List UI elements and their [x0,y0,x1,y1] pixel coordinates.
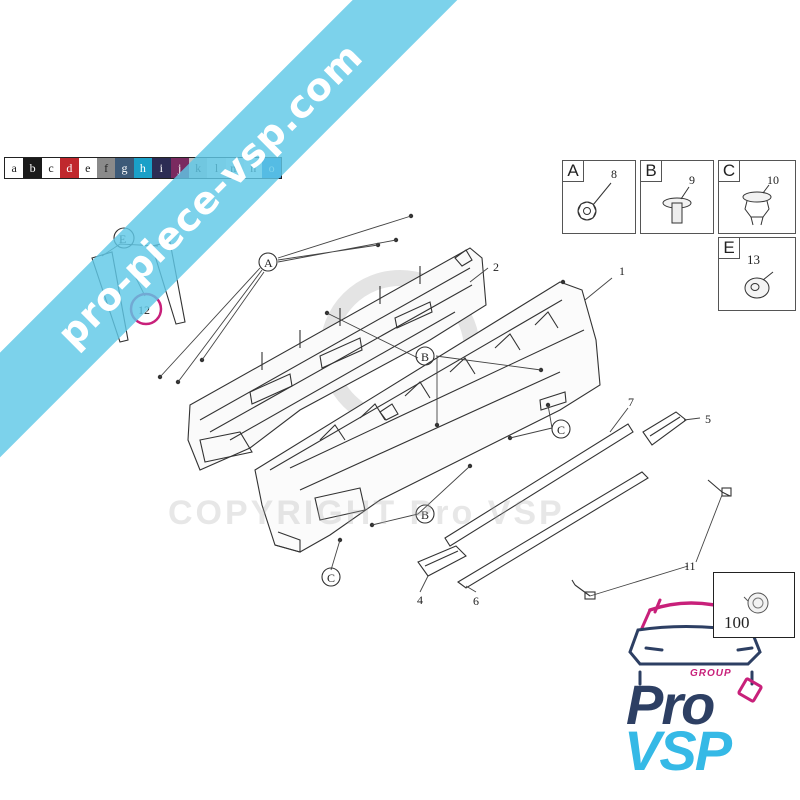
trim-strip-upper-part [444,423,634,547]
fastener-box-e: E 13 [718,237,796,311]
push-clip-icon [742,184,772,226]
color-swatch-b: b [23,158,42,178]
color-swatch-d: d [60,158,79,178]
color-swatch-i: i [152,158,171,178]
reflector-left-part [417,545,467,577]
fastener-box-b: B 9 [640,160,714,234]
callout-circle-b2 [415,504,435,524]
leader-lines [101,215,723,597]
fastener-box-number: 13 [747,252,760,267]
grommet-icon [744,271,774,299]
logo-group-text: GROUP [690,668,732,679]
reflector-right-detail [649,416,681,437]
part-number-2: 2 [493,260,499,274]
copyright-watermark: COPYRIGHT Pro VSP [168,494,565,532]
wiring-connector-right [721,487,732,497]
color-swatch-g: g [115,158,134,178]
main-bumper-part [254,281,601,553]
wiring-part [571,479,731,597]
part-number-7: 7 [628,395,634,409]
fastener-box-a: A 8 [562,160,636,234]
clip-icon [743,592,769,614]
logo-vsp-text: VSP [624,719,732,782]
fastener-box-letter: B [641,161,662,182]
color-swatch-f: f [96,158,116,178]
callout-label-a: A [264,256,273,270]
part-number-5: 5 [705,412,711,426]
upper-bumper-part [187,247,487,471]
hexagon-icon [736,676,764,704]
callout-circle-b1 [415,346,435,366]
callout-circle-a [258,252,278,272]
fastener-box-letter: E [719,238,740,259]
callout-circle-c2 [321,567,341,587]
color-swatch-a: a [5,158,24,178]
fastener-box-letter: C [719,161,740,182]
logo-car-icon [628,598,762,686]
inset-clip-box: 100 [713,572,795,638]
part-number-11: 11 [684,559,696,573]
part-number-1: 1 [619,264,625,278]
fastener-box-letter: A [563,161,584,182]
fastener-box-number: 8 [611,167,617,181]
callout-label-b2: B [421,508,429,522]
fastener-box-number: 10 [767,173,779,187]
callout-circle-c1 [551,419,571,439]
screw-rivet-icon [662,186,692,224]
part-number-4: 4 [417,593,423,607]
nut-clip-icon [577,182,612,221]
inset-clip-number: 100 [724,613,750,632]
callout-label-c2: C [327,571,335,585]
part-number-6: 6 [473,594,479,608]
trim-strip-lower-part [457,471,649,589]
fastener-box-number: 9 [689,173,695,187]
fastener-box-c: C 10 [718,160,796,234]
color-swatch-c: c [41,158,61,178]
reflector-left-detail [424,550,459,567]
logo-pro-text: Pro [626,673,715,736]
wiring-connector-left [584,591,596,600]
brand-logo: GROUP Pro VSP [622,588,792,788]
color-swatch-h: h [133,158,153,178]
callout-label-b1: B [421,350,429,364]
callout-label-c1: C [557,423,565,437]
color-swatch-e: e [78,158,97,178]
